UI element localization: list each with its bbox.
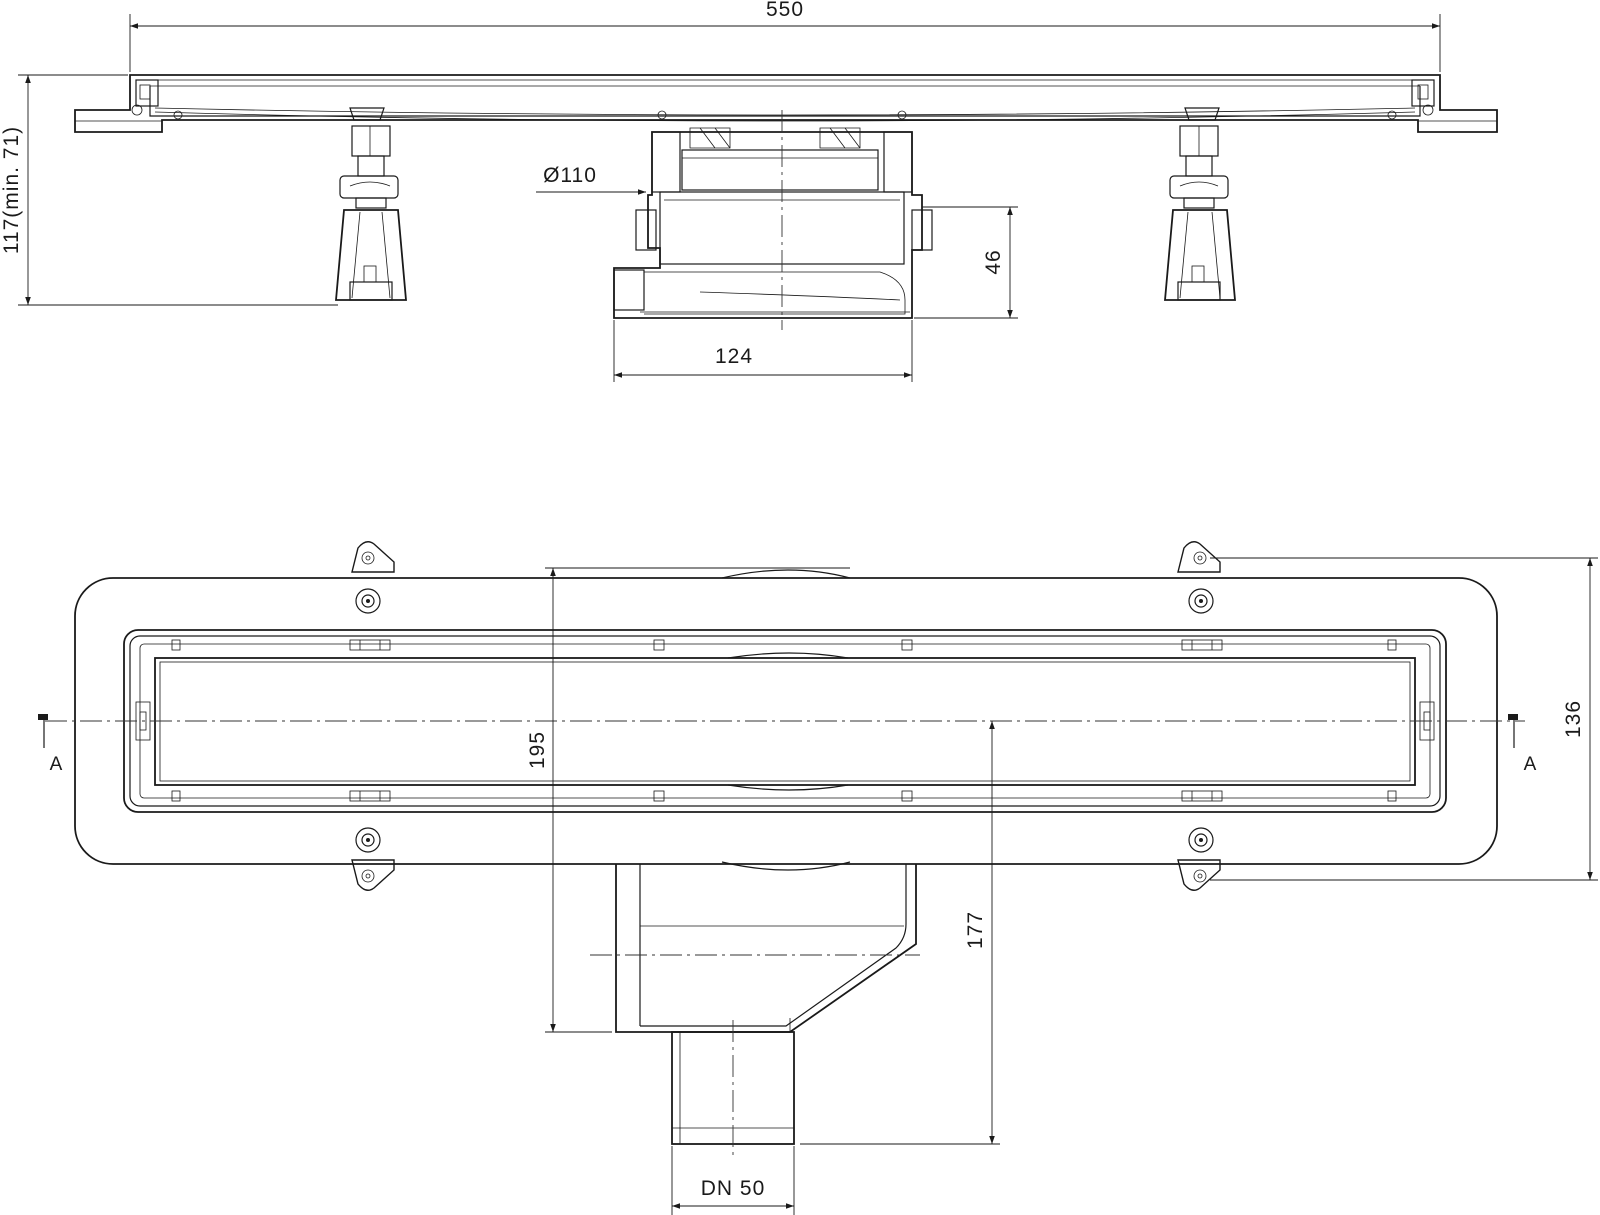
dim-grate-width: 136 <box>1210 557 1598 881</box>
section-mark-right: A <box>1508 714 1537 775</box>
dim-46-label: 46 <box>982 249 1005 274</box>
dim-550-label: 550 <box>766 0 804 21</box>
levelling-bolts <box>355 588 1214 853</box>
side-view: 550 117(min. 71) Ø110 46 124 <box>0 0 1498 382</box>
dim-124-label: 124 <box>715 345 753 368</box>
section-mark-right-label: A <box>1524 754 1537 775</box>
dim-136-label: 136 <box>1562 700 1585 738</box>
dim-overall-length: 550 <box>129 0 1441 72</box>
side-view-siphon <box>613 110 933 330</box>
mounting-lug-top-left <box>351 541 395 573</box>
grate <box>154 657 1416 786</box>
mounting-lug-top-right <box>1177 541 1221 573</box>
dim-outlet-height: 46 <box>914 206 1018 319</box>
dim-width: 195 <box>526 567 850 1033</box>
right-adjustable-foot <box>1164 107 1236 301</box>
dim-dn50-label: DN 50 <box>701 1177 766 1200</box>
dim-110-label: Ø110 <box>543 164 597 187</box>
outlet-body <box>590 864 920 1160</box>
dim-117-label: 117(min. 71) <box>0 126 23 254</box>
dim-177-label: 177 <box>964 911 987 949</box>
dim-pipe: DN 50 <box>671 1146 795 1215</box>
dim-outlet-depth: 177 <box>800 721 1000 1145</box>
plan-view: A A 195 177 136 <box>38 541 1598 1215</box>
section-mark-left: A <box>38 714 63 775</box>
left-adjustable-foot <box>335 107 407 301</box>
dim-outlet-diameter: Ø110 <box>536 164 646 195</box>
grate-clips <box>135 639 1435 802</box>
mounting-lug-bottom-right <box>1177 859 1221 891</box>
dim-outlet-width: 124 <box>613 320 913 382</box>
side-view-channel <box>74 74 1498 133</box>
dim-height: 117(min. 71) <box>0 74 338 306</box>
section-mark-left-label: A <box>50 754 63 775</box>
dim-195-label: 195 <box>526 731 549 769</box>
mounting-lug-bottom-left <box>351 859 395 891</box>
